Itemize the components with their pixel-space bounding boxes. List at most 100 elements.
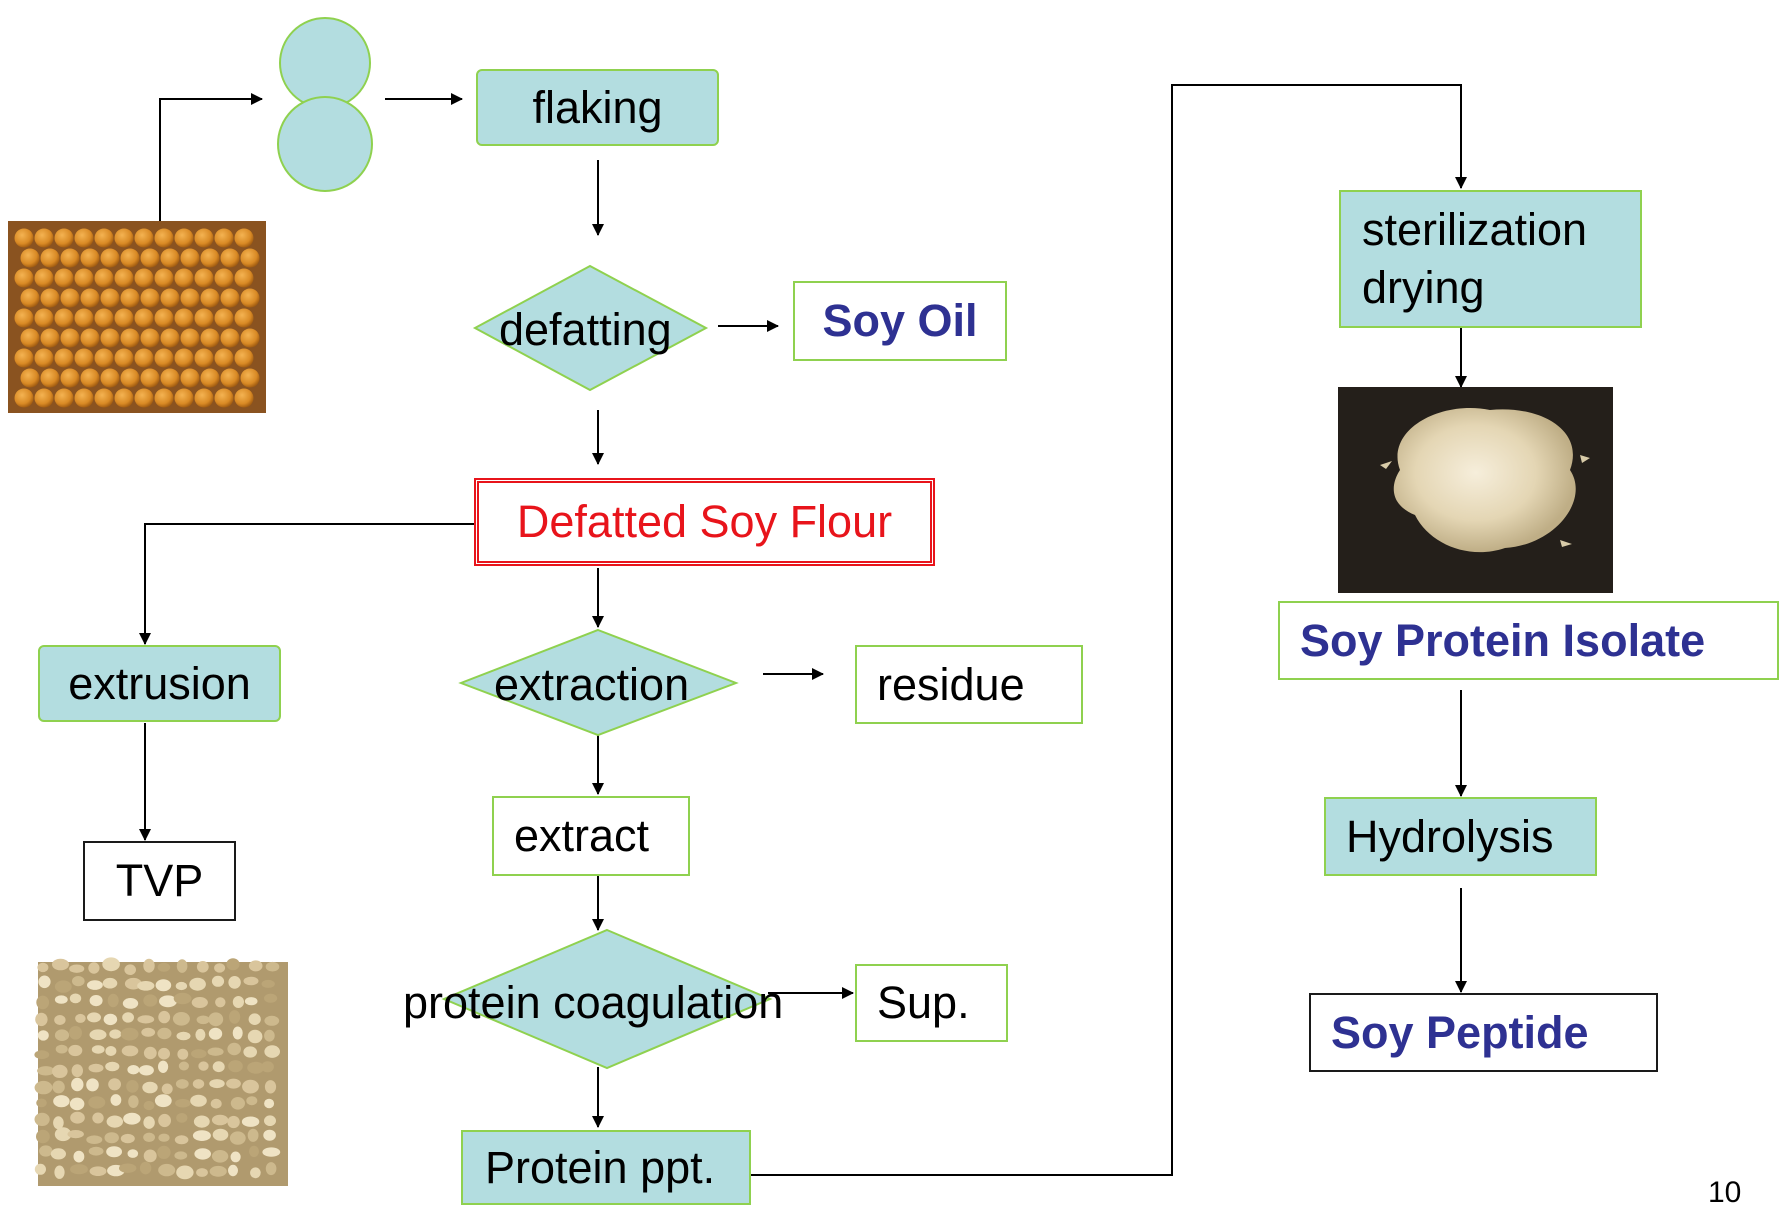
soybean (194, 388, 214, 408)
tvp-granule (264, 1015, 280, 1026)
arrow-soybeans-to-rollers (159, 93, 263, 222)
soybean (60, 248, 80, 268)
soybean (60, 328, 80, 348)
tvp-granule (138, 1065, 154, 1076)
soybean (160, 248, 180, 268)
tvp-granule (54, 1165, 65, 1179)
tvp-granule (54, 1029, 70, 1041)
tvp-granule (107, 993, 119, 1008)
tvp-granule (36, 1129, 50, 1144)
tvp-granule (210, 1098, 222, 1109)
residue-box: residue (855, 645, 1083, 724)
coagulation-diamond (441, 928, 773, 1070)
tvp-granule (106, 1115, 124, 1128)
tvp-granule (139, 1161, 152, 1175)
soybean (194, 268, 214, 288)
tvp-granule (36, 1098, 47, 1108)
tvp-granule (104, 1132, 119, 1144)
soybean (54, 308, 74, 328)
tvp-granule (37, 962, 49, 973)
roller-top-icon (279, 17, 371, 109)
tvp-granule (211, 975, 225, 987)
tvp-granule (143, 1100, 155, 1111)
soybean (34, 268, 54, 288)
tvp-granule (229, 1131, 246, 1145)
tvp-granule (249, 1145, 259, 1158)
soy-protein-isolate-box: Soy Protein Isolate (1278, 601, 1779, 680)
soybean (194, 228, 214, 248)
tvp-granule (230, 1097, 245, 1110)
tvp-granule (208, 1012, 224, 1027)
soybean (160, 368, 180, 388)
tvp-granule (158, 1113, 172, 1128)
tvp-granule (143, 1132, 156, 1143)
tvp-granule (264, 1098, 275, 1109)
soybean (60, 288, 80, 308)
soybean (94, 268, 114, 288)
tvp-granule (108, 1078, 121, 1091)
tvp-granule (247, 1128, 259, 1142)
soybeans-photo (8, 221, 266, 413)
tvp-granule (88, 1096, 106, 1109)
tvp-granule-cluster (34, 957, 281, 1180)
tvp-granule (264, 1045, 281, 1058)
tvp-granule (91, 1045, 105, 1054)
tvp-granule (193, 1115, 210, 1128)
soybean (54, 348, 74, 368)
tvp-granule (119, 1163, 137, 1173)
soybean (100, 288, 120, 308)
tvp-granule (227, 1115, 240, 1129)
extrusion-box: extrusion (38, 645, 281, 722)
soybean (234, 308, 254, 328)
soybean (74, 228, 94, 248)
tvp-granule (157, 1145, 171, 1159)
tvp-box: TVP (83, 841, 236, 921)
tvp-granule (207, 1047, 224, 1056)
tvp-granule (124, 964, 136, 975)
soybean (220, 248, 240, 268)
tvp-granule (174, 1151, 188, 1160)
tvp-granule (264, 1115, 276, 1126)
tvp-granule (161, 1083, 173, 1095)
tvp-granule (120, 1027, 139, 1041)
tvp-granule (137, 981, 155, 991)
soybean (154, 228, 174, 248)
extract-label: extract (514, 810, 650, 861)
tvp-granule (105, 1061, 120, 1072)
soybean (80, 248, 100, 268)
tvp-granule (53, 1116, 64, 1130)
tvp-granule (196, 1168, 208, 1177)
tvp-granule (52, 958, 69, 971)
soybean (114, 268, 134, 288)
tvp-granule (158, 1060, 169, 1074)
tvp-granule (226, 1078, 241, 1089)
tvp-granule (54, 980, 72, 993)
soybean (114, 348, 134, 368)
defatted-soy-flour-label: Defatted Soy Flour (516, 496, 893, 547)
tvp-granule (191, 1049, 207, 1059)
soybean (54, 228, 74, 248)
tvp-granule (190, 1094, 207, 1107)
soybean (20, 368, 40, 388)
soybean (160, 328, 180, 348)
tvp-granule (69, 1026, 82, 1040)
tvp-granule (198, 1061, 209, 1071)
tvp-granule (52, 1080, 65, 1094)
soybean (100, 368, 120, 388)
sup-box: Sup. (855, 964, 1008, 1042)
soybean-cluster (14, 228, 260, 408)
soybean (34, 228, 54, 248)
tvp-granule (106, 1146, 122, 1158)
soybean (240, 248, 260, 268)
soybean (214, 268, 234, 288)
tvp-granule (189, 977, 206, 991)
tvp-granule (232, 996, 244, 1008)
soybean (240, 368, 260, 388)
tvp-granule (211, 1150, 229, 1163)
tvp-granule (214, 963, 226, 973)
tvp-granule (173, 992, 192, 1005)
tvp-granule (86, 1135, 103, 1144)
soybean (94, 228, 114, 248)
extract-box: extract (492, 796, 690, 876)
tvp-granule (143, 1116, 155, 1129)
